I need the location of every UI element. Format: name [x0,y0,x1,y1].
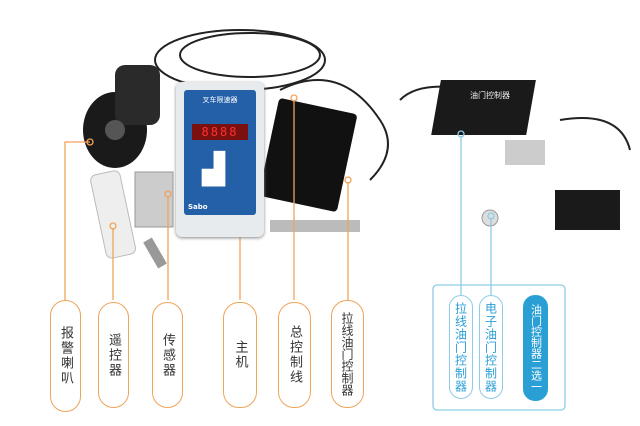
sensor-bracket [134,171,174,228]
label-alarm-horn: 报警喇叭 [50,300,81,412]
remote [90,170,136,259]
pull-controller [259,98,360,232]
host-device: 叉车限速器 8888 ▟ Sabo [176,82,264,237]
forklift-icon: ▟ [202,152,226,187]
label-electronic-throttle-controller: 电子油门控制器 [479,295,503,399]
label-host: 主机 [223,302,257,408]
throttle-controller-photo [431,80,620,230]
device-logo: Sabo [188,203,208,211]
label-pull-throttle-controller: 拉线油门控制器 [449,295,473,399]
label-choose-one: 油门控制器二选一 [523,295,548,401]
controller-label: 油门控制器 [470,91,510,100]
speaker [83,65,160,168]
sensor [143,237,167,269]
label-sensor: 传感器 [152,302,183,408]
device-display: 8888 [192,124,248,140]
label-remote: 遥控器 [98,302,129,408]
label-pull-throttle: 拉线油门控制器 [331,300,364,408]
callout-lines [64,94,352,300]
right-callout-lines [432,130,566,411]
device-title: 叉车限速器 [202,96,238,104]
label-main-cable: 总控制线 [278,302,311,408]
